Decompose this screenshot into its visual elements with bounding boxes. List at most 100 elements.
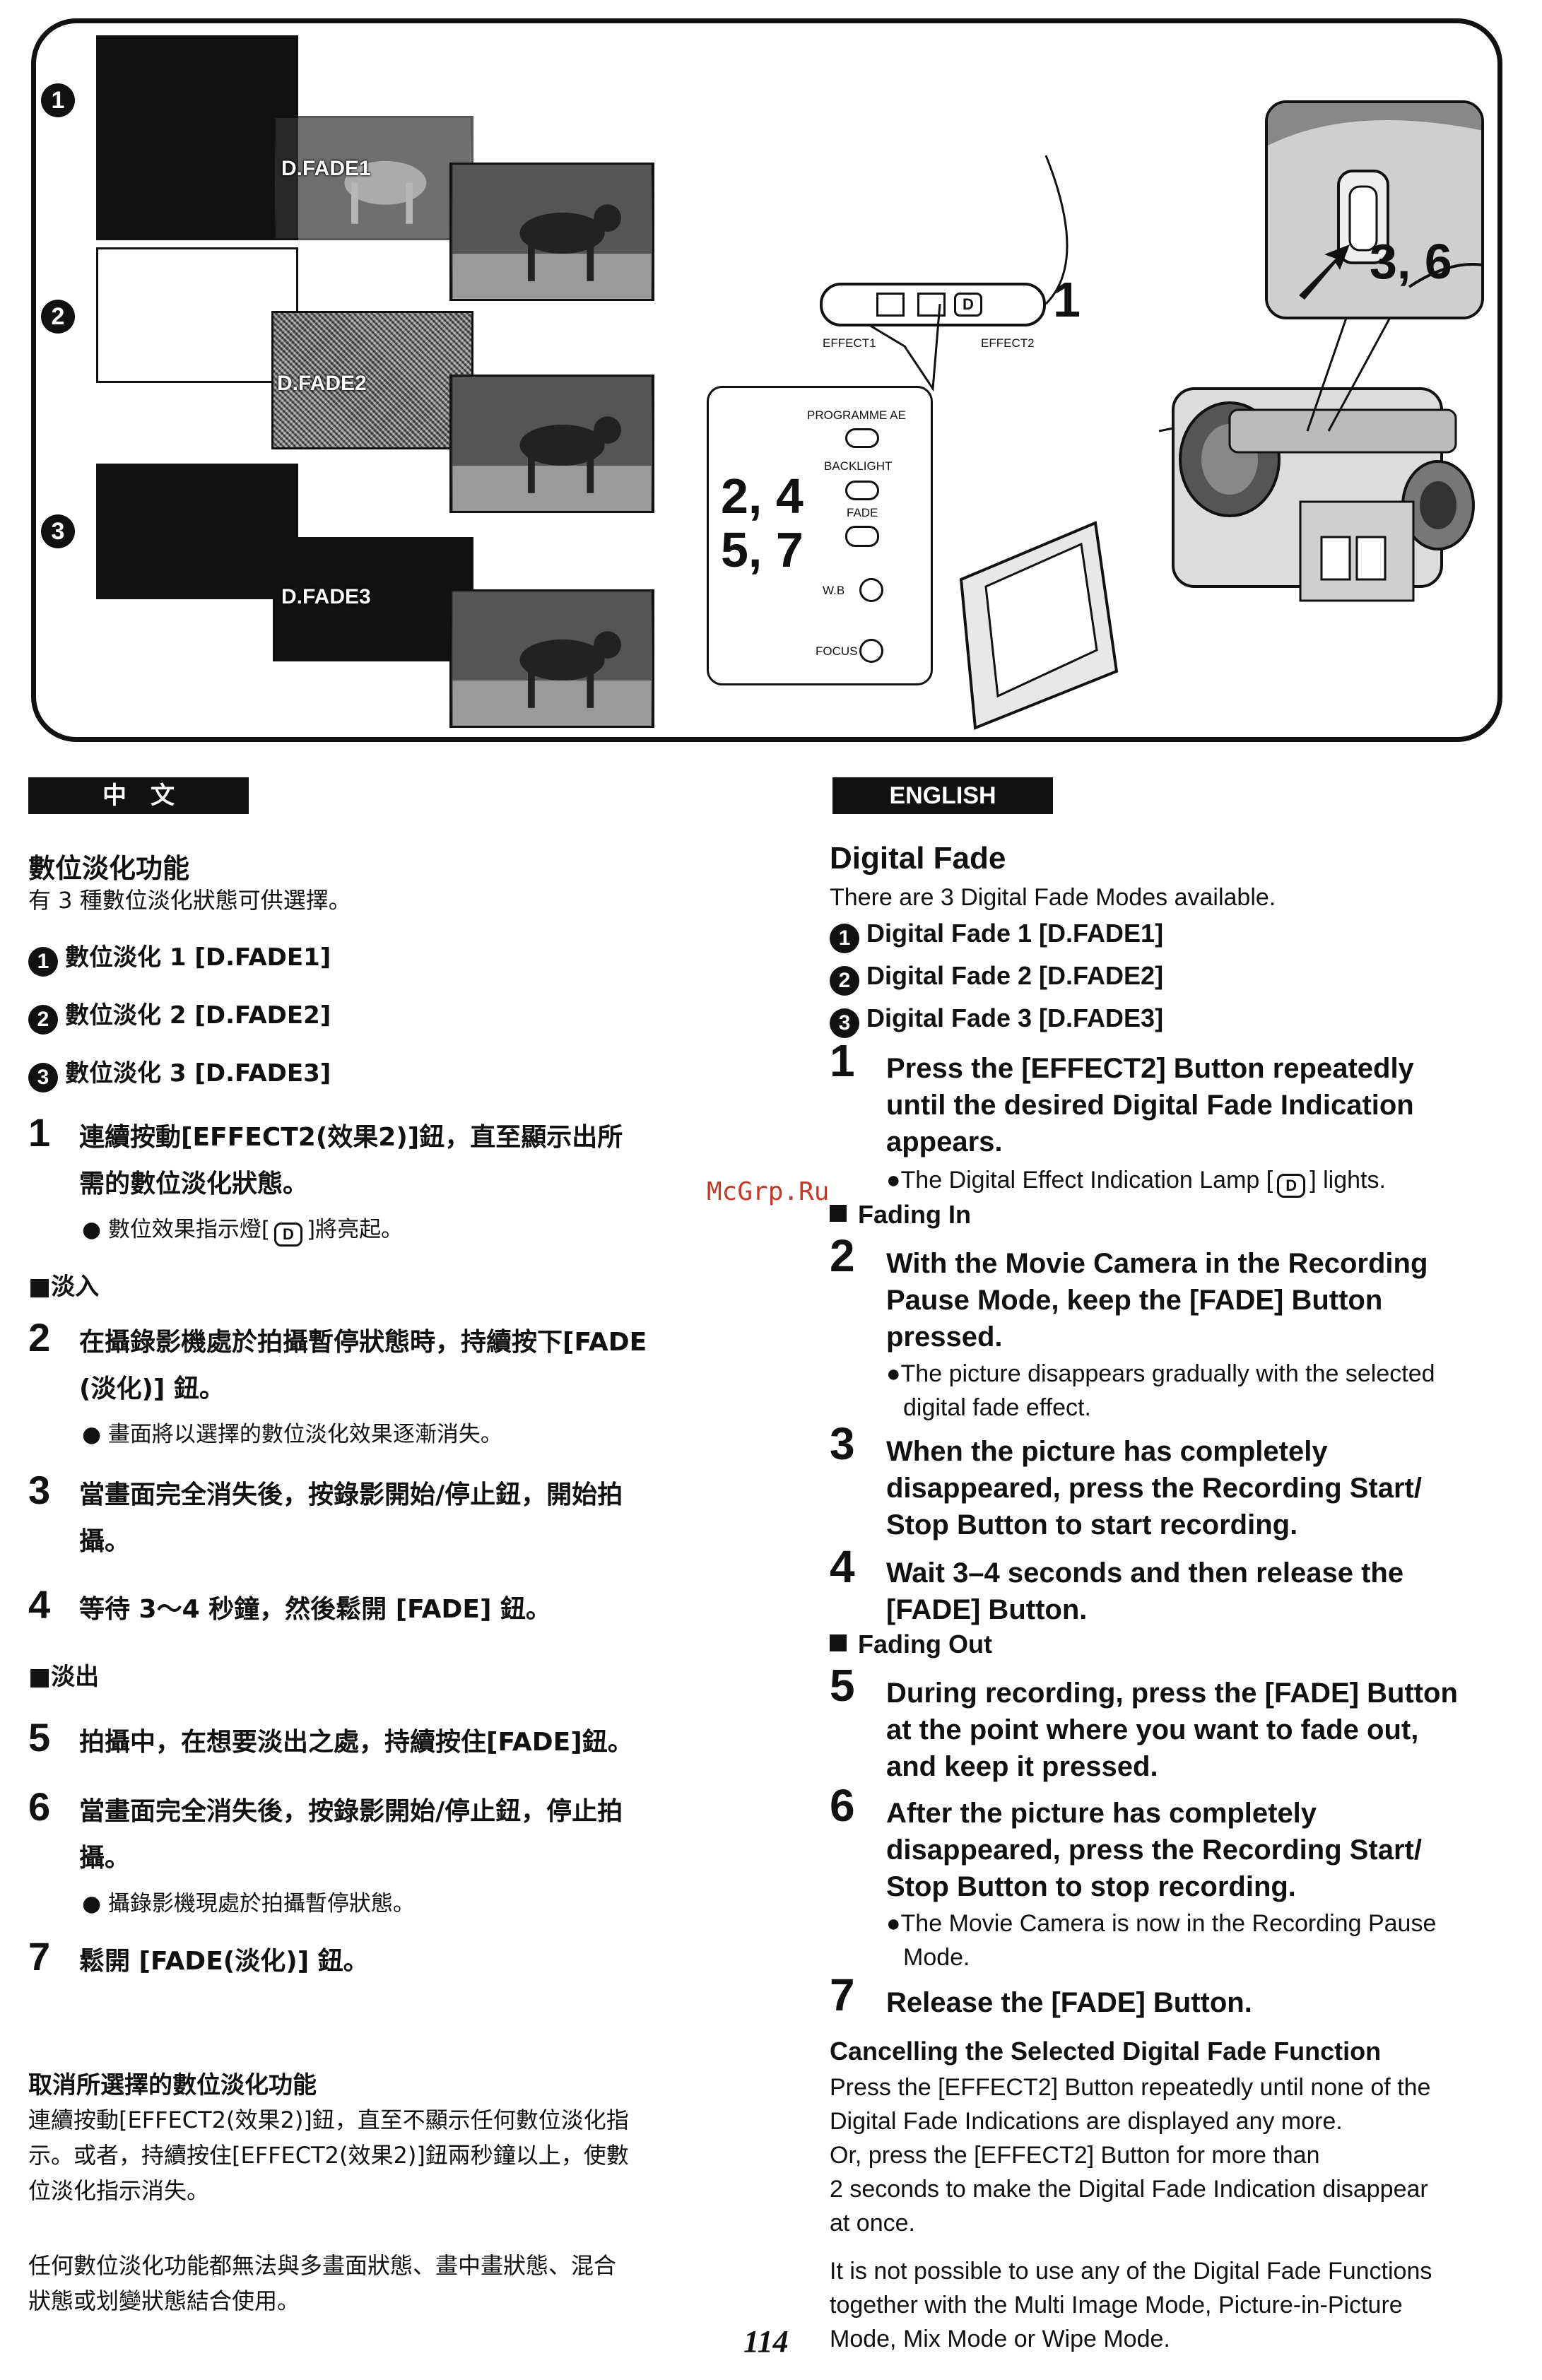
zh-limit-line-2: 狀態或划變狀態結合使用。 (28, 2287, 300, 2314)
zh-limit-line-1: 任何數位淡化功能都無法與多畫面狀態、畫中畫狀態、混合 (28, 2252, 617, 2279)
en-limit-line-2: together with the Multi Image Mode, Pict… (830, 2292, 1403, 2319)
en-step-4-number: 4 (830, 1541, 855, 1592)
fade2-label: D.FADE2 (277, 372, 367, 395)
en-step-5-line-3: and keep it pressed. (886, 1751, 1158, 1782)
zh-step-1-line-2: 需的數位淡化狀態。 (79, 1170, 309, 1198)
fade-button[interactable] (845, 526, 879, 547)
step-callout-3-6: 3, 6 (1370, 234, 1452, 289)
zh-title: 數位淡化功能 (28, 853, 190, 884)
digital-effect-lamp-icon: D (1277, 1174, 1306, 1198)
en-step-3-line-2: disappeared, press the Recording Start/ (886, 1473, 1422, 1504)
fade3-label: D.FADE3 (281, 585, 371, 608)
step-callout-1: 1 (1053, 272, 1081, 327)
mode-number-3: 3 (41, 514, 75, 548)
en-fading-out-heading: Fading Out (830, 1630, 992, 1659)
en-step-2-note-2: digital fade effect. (903, 1394, 1091, 1421)
en-step-3-line-1: When the picture has completely (886, 1436, 1328, 1467)
zh-step-6-line-1: 當畫面完全消失後，按錄影開始/停止鈕，停止拍 (79, 1797, 623, 1826)
en-fading-in-text: Fading In (858, 1200, 971, 1229)
zh-step-1-note-a: ● 數位效果指示燈[ (82, 1217, 270, 1242)
zh-step-1-note-b: ]將亮起。 (307, 1217, 404, 1242)
en-step-1-line-2: until the desired Digital Fade Indicatio… (886, 1090, 1414, 1121)
en-step-6-note-2: Mode. (903, 1944, 970, 1971)
programme-ae-label: PROGRAMME AE (807, 408, 906, 422)
fade3-black-photo (273, 537, 473, 661)
mode-number-icon: 1 (28, 947, 58, 977)
zh-cancel-line-2: 示。或者，持續按住[EFFECT2(效果2)]鈕兩秒鐘以上，使數 (28, 2142, 629, 2169)
effect1-button[interactable] (876, 293, 905, 317)
effect2-button[interactable] (917, 293, 946, 317)
en-step-1-note-b: ] lights. (1309, 1167, 1386, 1194)
mode-number-icon: 3 (28, 1063, 58, 1092)
wb-button[interactable] (859, 578, 883, 602)
zh-mode-1-text: 數位淡化 1 [D.FADE1] (65, 943, 331, 972)
mode-number-icon: 2 (830, 966, 859, 996)
zh-step-3-line-1: 當畫面完全消失後，按錄影開始/停止鈕，開始拍 (79, 1480, 623, 1509)
effect2-label: EFFECT2 (981, 336, 1035, 350)
zh-step-5-number: 5 (28, 1715, 51, 1760)
record-button-inset (1265, 100, 1484, 319)
backlight-button[interactable] (845, 481, 879, 500)
zh-step-7-line-1: 鬆開 [FADE(淡化)] 鈕。 (79, 1947, 369, 1976)
en-step-5-line-2: at the point where you want to fade out, (886, 1714, 1419, 1745)
zh-intro: 有 3 種數位淡化狀態可供選擇。 (28, 887, 351, 914)
watermark-text: McGrp.Ru (707, 1177, 830, 1206)
zh-step-2-line-1: 在攝錄影機處於拍攝暫停狀態時，持續按下[FADE (79, 1328, 647, 1357)
zh-cancel-line-3: 位淡化指示消失。 (28, 2177, 210, 2204)
fade-label: FADE (847, 506, 878, 519)
zh-step-1-line-1: 連續按動[EFFECT2(效果2)]鈕，直至顯示出所 (79, 1123, 623, 1152)
en-step-2-line-3: pressed. (886, 1321, 1003, 1353)
en-step-2-line-2: Pause Mode, keep the [FADE] Button (886, 1285, 1383, 1316)
en-step-7-line-1: Release the [FADE] Button. (886, 1987, 1252, 2018)
fade1-label: D.FADE1 (281, 157, 371, 180)
en-step-2-note-1: ●The picture disappears gradually with t… (886, 1360, 1435, 1387)
digital-effect-lamp-icon: D (274, 1223, 302, 1247)
page-number: 114 (743, 2324, 789, 2359)
square-bullet-icon (830, 1205, 847, 1222)
en-step-4-line-2: [FADE] Button. (886, 1594, 1088, 1625)
mode-number-icon: 2 (28, 1005, 58, 1035)
en-step-1-note-a: ●The Digital Effect Indication Lamp [ (886, 1167, 1273, 1194)
zh-step-5-line-1: 拍攝中，在想要淡出之處，持續按住[FADE]鈕。 (79, 1728, 633, 1757)
en-title: Digital Fade (830, 841, 1006, 876)
en-mode-2-text: Digital Fade 2 [D.FADE2] (866, 961, 1164, 990)
en-cancel-line-3: Or, press the [EFFECT2] Button for more … (830, 2142, 1320, 2169)
effect1-label: EFFECT1 (823, 336, 876, 350)
zh-step-2-note: ● 畫面將以選擇的數位淡化效果逐漸消失。 (82, 1422, 502, 1447)
button-panel-inset (707, 386, 933, 685)
programme-ae-button[interactable] (845, 428, 879, 448)
zh-step-3-line-2: 攝。 (79, 1527, 131, 1556)
mode-number-1: 1 (41, 83, 75, 117)
mode-number-2: 2 (41, 300, 75, 334)
en-step-2-number: 2 (830, 1230, 855, 1281)
fade1-black-frame (96, 35, 298, 240)
effect-button-strip (820, 283, 1046, 326)
en-mode-3-text: Digital Fade 3 [D.FADE3] (866, 1003, 1164, 1032)
wb-label: W.B (823, 584, 845, 597)
fade2-noise-photo (271, 311, 473, 449)
mode-number-icon: 1 (830, 924, 859, 953)
mode-number-icon: 3 (830, 1008, 859, 1038)
en-step-1-note: ●The Digital Effect Indication Lamp [D] … (886, 1163, 1386, 1198)
focus-button[interactable] (859, 639, 883, 663)
zh-fade-in-heading: ■淡入 (28, 1273, 100, 1301)
zh-step-3-number: 3 (28, 1468, 51, 1512)
fade2-dog-photo (449, 375, 654, 513)
en-step-6-number: 6 (830, 1780, 855, 1831)
en-fading-in-heading: Fading In (830, 1200, 971, 1230)
zh-mode-3-text: 數位淡化 3 [D.FADE3] (65, 1059, 331, 1088)
en-intro: There are 3 Digital Fade Modes available… (830, 884, 1276, 911)
en-step-3-line-3: Stop Button to start recording. (886, 1509, 1298, 1540)
backlight-label: BACKLIGHT (824, 459, 893, 473)
focus-label: FOCUS (816, 644, 858, 658)
illustration-frame (31, 18, 1502, 742)
en-cancel-line-2: Digital Fade Indications are displayed a… (830, 2108, 1343, 2135)
zh-step-4-line-1: 等待 3～4 秒鐘，然後鬆開 [FADE] 鈕。 (79, 1595, 551, 1624)
zh-step-1-note: ● 數位效果指示燈[D]將亮起。 (82, 1211, 403, 1247)
chinese-section-header: 中 文 (28, 777, 249, 814)
zh-step-2-number: 2 (28, 1315, 51, 1360)
